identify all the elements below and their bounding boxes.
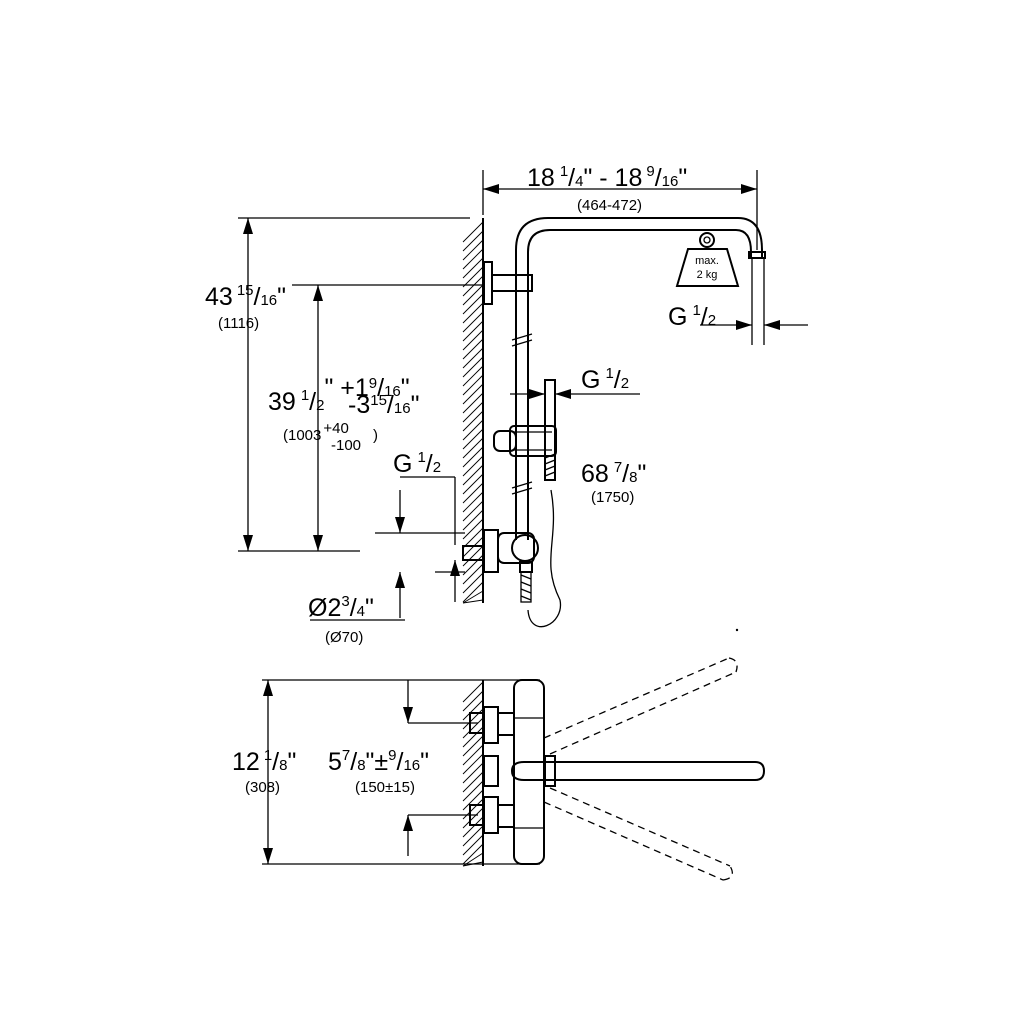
- centers-metric: (150±15): [355, 779, 415, 796]
- weight-label-line1: max.: [695, 255, 719, 267]
- adjust-height-metric-close: ): [373, 427, 378, 444]
- dimension-escutcheon: Ø23/4" (Ø70): [308, 572, 405, 646]
- thermostat-plan: [469, 679, 556, 865]
- max-weight-icon: max. 2 kg: [675, 232, 740, 287]
- adjust-height-metric-minus: -100: [331, 437, 361, 454]
- adjust-height-minus: -315/16": [348, 391, 419, 419]
- adjust-height-metric: (1003+40​: [283, 420, 349, 444]
- total-height-metric: (1116): [218, 315, 259, 332]
- shower-riser: [462, 217, 766, 628]
- escutcheon-metric: (Ø70): [325, 629, 363, 646]
- dimension-centers: 57/8"±9/16" (150±15): [328, 680, 478, 856]
- centers-label: 57/8"±9/16": [328, 747, 429, 776]
- wall-plan: [462, 680, 484, 867]
- depth-metric: (308): [245, 779, 280, 796]
- weight-label-line2: 2 kg: [697, 269, 718, 281]
- escutcheon-label: Ø23/4": [308, 593, 374, 622]
- dimension-adjust-height: 391/2" +19/16" -315/16" (1003+40​ -100 ): [268, 285, 419, 551]
- hose-length-metric: (1750): [591, 489, 634, 506]
- arm-length-metric: (464-472): [577, 197, 642, 214]
- swivel-spout: [510, 657, 766, 881]
